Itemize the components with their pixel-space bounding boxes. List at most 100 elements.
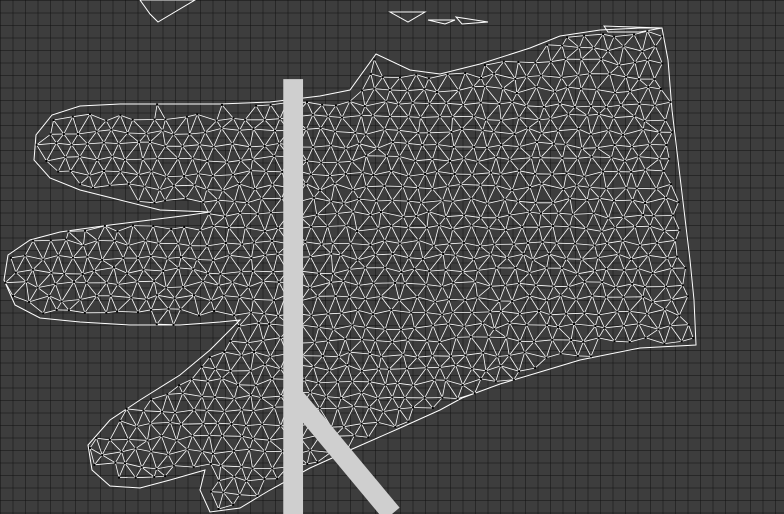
uv-edge	[192, 259, 198, 270]
uv-edge	[538, 299, 548, 312]
uv-edge	[365, 134, 378, 149]
uv-edge	[109, 439, 122, 453]
uv-vertex	[498, 300, 501, 302]
uv-edge	[320, 127, 332, 146]
uv-edge	[605, 254, 619, 270]
uv-edge	[167, 258, 179, 269]
uv-edge	[182, 280, 204, 288]
uv-edge	[482, 323, 490, 338]
uv-edge	[543, 103, 560, 108]
uv-edge	[304, 241, 311, 257]
uv-edge	[448, 299, 454, 313]
uv-edge	[239, 322, 259, 327]
uv-edge	[637, 255, 649, 269]
uv-edge	[500, 174, 513, 191]
uv-vertex	[199, 229, 202, 232]
uv-vertex	[463, 325, 466, 328]
uv-vertex	[521, 226, 524, 229]
uv-edge	[657, 239, 676, 244]
uv-edge	[561, 75, 579, 78]
uv-edge	[178, 243, 191, 247]
uv-edge	[365, 296, 381, 300]
uv-vertex	[178, 384, 181, 387]
uv-edge	[445, 214, 465, 218]
uv-edge	[207, 242, 226, 247]
uv-edge	[306, 160, 322, 163]
uv-vertex	[436, 143, 439, 146]
uv-edge	[577, 273, 585, 283]
uv-edge	[57, 255, 65, 274]
uv-edge	[351, 143, 360, 162]
uv-edge	[337, 381, 342, 399]
uv-edge	[70, 170, 81, 185]
uv-vertex	[356, 230, 359, 232]
uv-vertex	[232, 503, 235, 506]
uv-edge	[350, 230, 358, 244]
uv-edge	[223, 295, 235, 316]
uv-edge	[511, 300, 521, 314]
uv-edge	[87, 142, 104, 145]
uv-edge	[609, 73, 616, 93]
uv-edge	[176, 440, 188, 450]
uv-edge	[402, 186, 419, 189]
uv-edge	[241, 244, 252, 259]
uv-edge	[626, 171, 632, 189]
uv-edge	[118, 463, 126, 478]
uv-edge	[77, 133, 88, 145]
uv-edge	[138, 171, 152, 176]
uv-edge	[322, 104, 336, 106]
uv-vertex	[134, 476, 137, 479]
uv-vertex	[593, 244, 596, 247]
uv-vertex	[213, 396, 216, 398]
uv-edge	[465, 355, 473, 369]
uv-edge	[113, 257, 124, 268]
uv-edge	[671, 285, 684, 300]
uv-edge	[361, 407, 370, 424]
uv-edge	[317, 452, 331, 463]
uv-edge	[367, 422, 379, 438]
uv-edge	[397, 383, 406, 398]
uv-edge	[534, 173, 543, 185]
glove-uv-mesh[interactable]	[3, 27, 697, 513]
uv-vertex	[137, 311, 139, 314]
uv-edge	[385, 89, 391, 102]
uv-edge	[382, 411, 396, 428]
uv-edge	[499, 101, 513, 105]
uv-edge	[337, 397, 342, 409]
uv-edge	[477, 254, 492, 271]
uv-edge	[624, 156, 639, 162]
uv-edge	[246, 480, 258, 497]
uv-edge	[117, 273, 128, 285]
uv-vertex	[427, 131, 430, 134]
uv-edge	[251, 242, 255, 259]
uv-edge	[224, 398, 235, 412]
uv-edge	[330, 145, 346, 149]
uv-edge	[613, 187, 627, 201]
uv-edge	[432, 341, 440, 356]
uv-edge	[432, 355, 441, 368]
uv-edge	[403, 200, 409, 218]
uv-vertex	[600, 58, 603, 61]
uv-vertex	[602, 170, 604, 173]
uv-edge	[558, 128, 579, 132]
uv-edge	[220, 255, 231, 275]
uv-edge	[143, 410, 151, 424]
uv-edge	[490, 267, 497, 287]
uv-edge	[343, 423, 362, 428]
uv-vertex	[140, 466, 143, 469]
uv-vertex	[565, 172, 568, 175]
uv-edge	[464, 322, 483, 327]
uv-vertex	[49, 239, 52, 242]
uv-edge	[233, 466, 242, 478]
uv-edge	[233, 476, 240, 495]
uv-edge	[441, 286, 450, 300]
uv-vertex	[116, 283, 119, 286]
uv-edge	[389, 116, 400, 131]
uv-vertex	[424, 311, 427, 314]
uv-vertex	[208, 434, 211, 437]
uv-edge	[613, 199, 633, 202]
uv-edge	[207, 272, 221, 275]
uv-edge	[404, 268, 415, 284]
